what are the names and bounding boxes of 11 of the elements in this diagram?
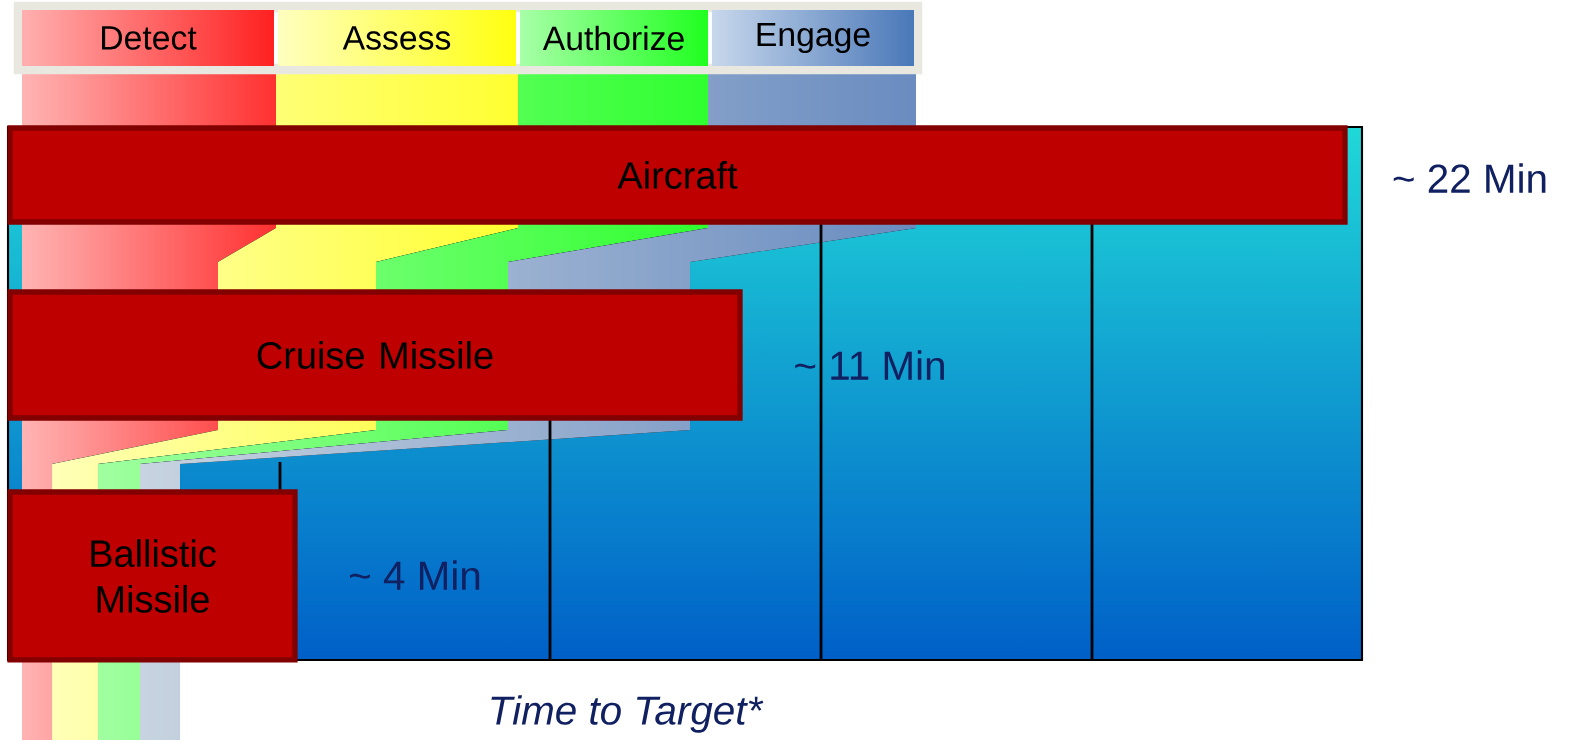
duration-label: ~ 22 Min [1393,163,1546,193]
phase-header: Assess [342,26,451,50]
phase-header: Engage [757,22,870,54]
threat-bar: Ballistic Missile [7,489,298,663]
threat-bar: Cruise Missile [7,289,743,421]
duration-label: ~ 4 Min [350,560,480,590]
threat-bar: Aircraft [7,125,1348,225]
phase-header: Authorize [542,25,684,51]
duration-label: ~ 11 Min [795,350,944,380]
phase-header: Detect [102,26,197,50]
caption: Time to Target* [491,695,764,733]
